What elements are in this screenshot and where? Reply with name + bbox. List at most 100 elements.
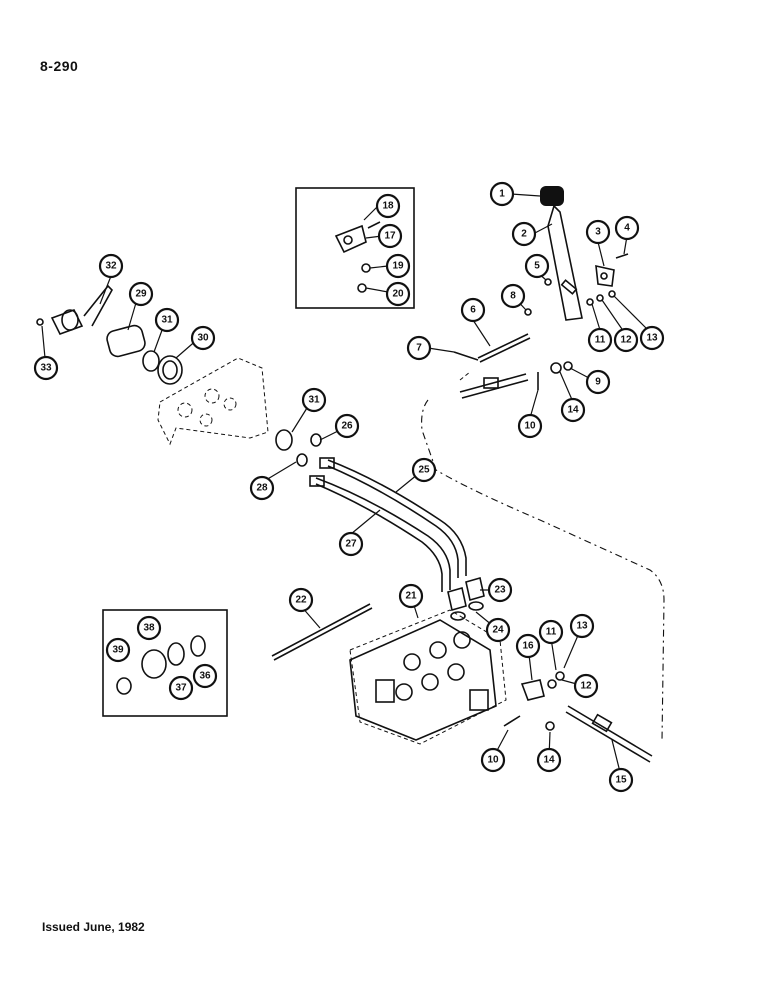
svg-text:31: 31 — [308, 395, 320, 406]
svg-text:12: 12 — [580, 681, 592, 692]
svg-text:25: 25 — [418, 465, 430, 476]
svg-text:30: 30 — [197, 333, 209, 344]
svg-text:10: 10 — [524, 421, 536, 432]
callout-27: 27 — [338, 531, 364, 557]
control-valve-body — [349, 609, 507, 745]
svg-text:37: 37 — [175, 683, 187, 694]
svg-text:4: 4 — [624, 223, 630, 234]
hose-lower — [315, 477, 451, 590]
callout-10a: 10 — [517, 413, 543, 439]
svg-text:13: 13 — [576, 621, 588, 632]
pivot-bracket — [595, 264, 615, 287]
hose-upper — [327, 459, 467, 576]
callout-11a: 11 — [587, 327, 613, 353]
callout-25: 25 — [411, 457, 437, 483]
page-number: 8-290 — [40, 58, 79, 74]
callout-2: 2 — [511, 221, 537, 247]
tie-rod — [271, 603, 373, 661]
svg-text:26: 26 — [341, 421, 353, 432]
svg-text:8: 8 — [510, 291, 516, 302]
callout-21: 21 — [398, 583, 424, 609]
svg-text:32: 32 — [105, 261, 117, 272]
callout-13a: 13 — [639, 325, 665, 351]
callout-28: 28 — [249, 475, 275, 501]
svg-text:6: 6 — [470, 305, 476, 316]
leader-lines — [41, 193, 649, 773]
callout-31a: 31 — [154, 307, 180, 333]
svg-text:28: 28 — [256, 483, 268, 494]
svg-text:29: 29 — [135, 289, 147, 300]
svg-text:21: 21 — [405, 591, 417, 602]
svg-text:36: 36 — [199, 671, 211, 682]
svg-text:5: 5 — [534, 261, 540, 272]
svg-text:22: 22 — [295, 595, 307, 606]
control-cable — [565, 705, 653, 763]
callout-16: 16 — [515, 633, 541, 659]
callout-12a: 12 — [613, 327, 639, 353]
inset-box-detail — [295, 187, 415, 309]
callout-38: 38 — [136, 615, 162, 641]
callout-9: 9 — [585, 369, 611, 395]
callout-3: 3 — [585, 219, 611, 245]
svg-text:3: 3 — [595, 227, 601, 238]
svg-text:12: 12 — [620, 335, 632, 346]
svg-text:13: 13 — [646, 333, 658, 344]
callout-36: 36 — [192, 663, 218, 689]
svg-text:38: 38 — [143, 623, 155, 634]
callout-18: 18 — [375, 193, 401, 219]
svg-text:24: 24 — [492, 625, 504, 636]
svg-text:31: 31 — [161, 315, 173, 326]
svg-text:14: 14 — [567, 405, 579, 416]
svg-text:27: 27 — [345, 539, 357, 550]
svg-text:20: 20 — [392, 289, 404, 300]
callout-15: 15 — [608, 767, 634, 793]
callout-14b: 14 — [536, 747, 562, 773]
callout-5: 5 — [524, 253, 550, 279]
callout-33: 33 — [33, 355, 59, 381]
callout-17: 17 — [377, 223, 403, 249]
callout-1: 1 — [489, 181, 515, 207]
svg-text:15: 15 — [615, 775, 627, 786]
svg-text:10: 10 — [487, 755, 499, 766]
svg-text:33: 33 — [40, 363, 52, 374]
callout-26: 26 — [334, 413, 360, 439]
callout-4: 4 — [614, 215, 640, 241]
mounting-bracket — [157, 357, 269, 446]
callout-6: 6 — [460, 297, 486, 323]
callout-11b: 11 — [538, 619, 564, 645]
svg-text:9: 9 — [595, 377, 601, 388]
svg-text:11: 11 — [595, 335, 606, 346]
svg-text:19: 19 — [392, 261, 404, 272]
svg-text:23: 23 — [494, 585, 506, 596]
callout-13b: 13 — [569, 613, 595, 639]
callout-19: 19 — [385, 253, 411, 279]
callout-20: 20 — [385, 281, 411, 307]
callout-24: 24 — [485, 617, 511, 643]
svg-text:17: 17 — [384, 231, 396, 242]
inset-box-seal-kit — [102, 609, 228, 717]
knob — [540, 186, 564, 206]
control-rod — [477, 333, 531, 363]
lever — [547, 204, 583, 321]
svg-text:2: 2 — [521, 229, 527, 240]
callout-7: 7 — [406, 335, 432, 361]
cable-end — [459, 373, 529, 399]
callout-22: 22 — [288, 587, 314, 613]
callout-31b: 31 — [301, 387, 327, 413]
svg-text:14: 14 — [543, 755, 555, 766]
callout-8: 8 — [500, 283, 526, 309]
svg-text:7: 7 — [416, 343, 422, 354]
callout-23: 23 — [487, 577, 513, 603]
callout-37: 37 — [168, 675, 194, 701]
svg-text:39: 39 — [112, 645, 124, 656]
callout-32: 32 — [98, 253, 124, 279]
issued-date: Issued June, 1982 — [42, 920, 145, 934]
callout-14a: 14 — [560, 397, 586, 423]
svg-text:1: 1 — [499, 189, 505, 200]
svg-text:11: 11 — [546, 627, 557, 638]
callout-30: 30 — [190, 325, 216, 351]
callout-10b: 10 — [480, 747, 506, 773]
svg-text:18: 18 — [382, 201, 394, 212]
svg-text:16: 16 — [522, 641, 534, 652]
